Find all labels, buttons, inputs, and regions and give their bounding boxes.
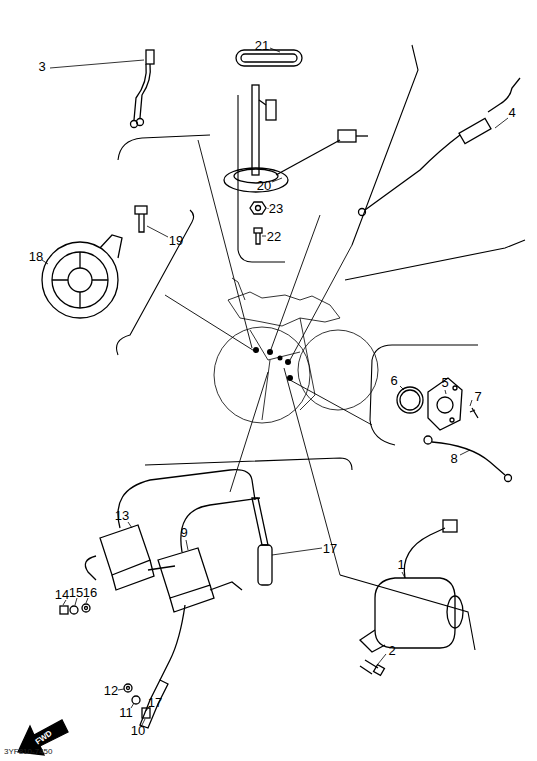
ignition-coil (85, 470, 255, 590)
lead-wire (424, 436, 512, 482)
callout-number: 9 (180, 526, 187, 539)
callout-number: 22 (267, 230, 281, 243)
callout-number: 17 (323, 542, 337, 555)
callout-number: 12 (104, 684, 118, 697)
callout-number: 20 (257, 179, 271, 192)
bolt (135, 206, 147, 232)
callout-number: 3 (38, 60, 45, 73)
callout-number: 18 (29, 250, 43, 263)
drawing-code: 3YF810-7450 (4, 748, 52, 756)
callout-number: 1 (397, 558, 404, 571)
sensor-lead (131, 50, 155, 128)
o-ring (397, 387, 423, 413)
fasteners (60, 604, 90, 614)
callout-number: 23 (269, 202, 283, 215)
callout-number: 17 (148, 696, 162, 709)
callout-number: 4 (508, 106, 515, 119)
callout-number: 13 (115, 509, 129, 522)
bolt (360, 660, 384, 675)
motorcycle-outline (214, 278, 378, 423)
horn (42, 235, 122, 318)
callout-number: 6 (390, 374, 397, 387)
callout-number: 16 (83, 586, 97, 599)
callout-number: 19 (169, 234, 183, 247)
nut (250, 202, 266, 214)
ignition-coil (158, 498, 260, 680)
callout-number: 5 (441, 376, 448, 389)
callout-number: 8 (450, 452, 457, 465)
callout-number: 21 (255, 39, 269, 52)
callout-number: 7 (474, 390, 481, 403)
callout-number: 15 (69, 586, 83, 599)
callout-number: 14 (55, 588, 69, 601)
starter-relay (360, 520, 463, 652)
callout-number: 11 (119, 706, 133, 719)
switch-lead (359, 78, 521, 216)
gasket (236, 50, 302, 66)
callout-number: 2 (388, 644, 395, 657)
fuel-sender (224, 85, 368, 192)
callout-number: 10 (131, 724, 145, 737)
plug-cap (140, 498, 272, 728)
